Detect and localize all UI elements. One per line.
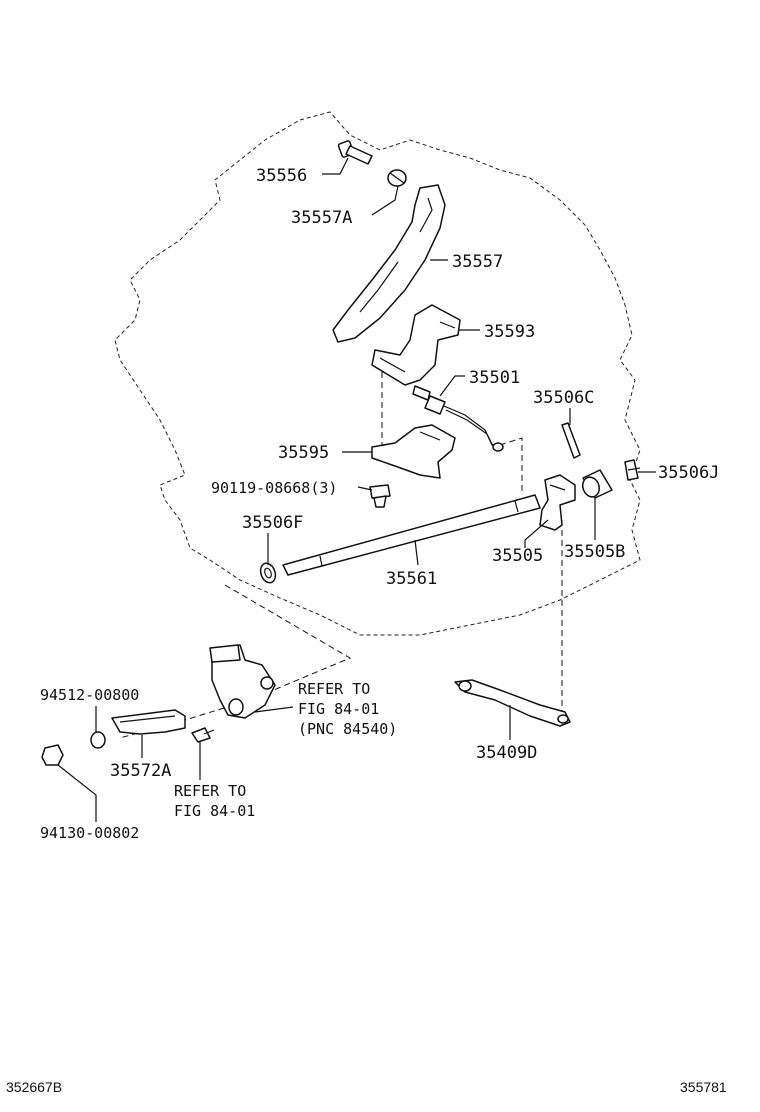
leader-35561 [414,539,419,566]
bolt-35556 [337,140,373,165]
label-35506C: 35506C [533,388,594,408]
footer-right-code: 355781 [680,1079,727,1095]
leader-90119 [357,486,373,491]
bracket-35593 [371,304,461,386]
selector-35505 [539,474,576,531]
bushing-35505B [581,469,613,499]
label-35557: 35557 [452,252,503,272]
ref2-line1: REFER TO [174,782,246,800]
bolt-switch [191,727,215,743]
switch-assembly [209,644,276,719]
label-35595: 35595 [278,443,329,463]
shaft-35561 [282,494,541,576]
clip-35557A [387,169,407,187]
label-35506J: 35506J [658,463,719,483]
label-35572A: 35572A [110,761,171,781]
leader-ref1 [254,706,294,713]
label-35505B: 35505B [564,542,625,562]
label-35505: 35505 [492,546,543,566]
label-35409D: 35409D [476,743,537,763]
leader-94130 [57,764,97,822]
label-35557A: 35557A [291,208,352,228]
nut-94130 [41,744,64,766]
label-35593: 35593 [484,322,535,342]
rod-35501 [412,385,504,452]
transmission-case-outline [114,111,641,636]
arm-35557 [332,184,446,343]
part-35506J [624,459,641,481]
assembly-line-shaft [499,437,523,495]
bracket-35595 [371,424,456,479]
label-35501: 35501 [469,368,520,388]
label-94512: 94512-00800 [40,686,139,704]
leader-35556 [322,157,349,175]
pin-35506C [561,422,581,459]
footer-left-code: 352667B [6,1079,62,1095]
leader-35505 [524,519,549,548]
ref1-line2: FIG 84-01 [298,700,379,718]
label-94130: 94130-00802 [40,824,139,842]
label-35561: 35561 [386,569,437,589]
label-90119: 90119-08668(3) [211,479,337,497]
leader-35557A [371,185,399,216]
leader-35501 [439,375,465,397]
ref2-line2: FIG 84-01 [174,802,255,820]
bolt-90119 [369,484,391,508]
lever-35409D [454,679,571,727]
label-35506F: 35506F [242,513,303,533]
washer-94512 [90,731,106,749]
ref1-line1: REFER TO [298,680,370,698]
seal-35506F [259,562,277,584]
label-35556: 35556 [256,166,307,186]
ref1-line3: (PNC 84540) [298,720,397,738]
plate-35572A [111,709,186,735]
